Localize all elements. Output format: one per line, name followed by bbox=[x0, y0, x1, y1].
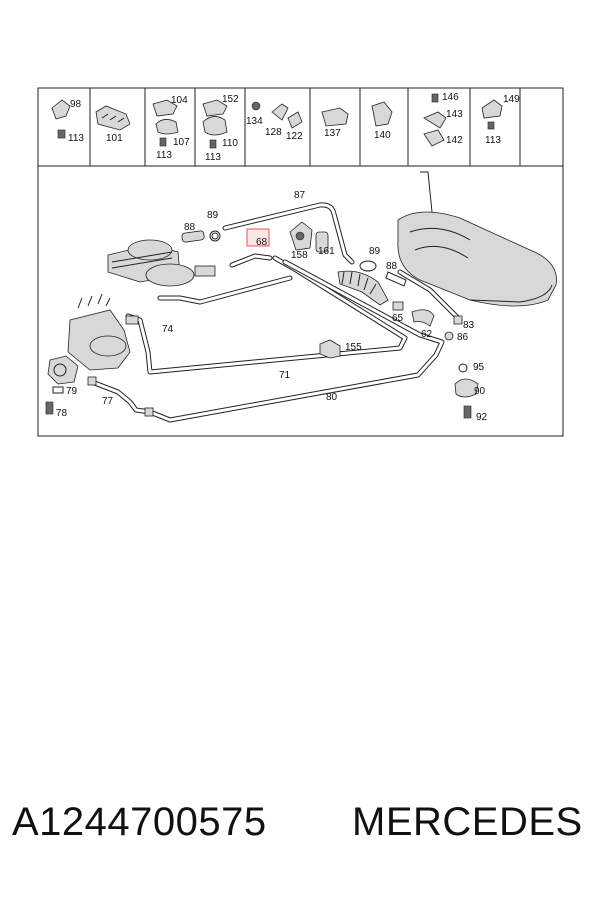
connector-83 bbox=[453, 315, 463, 325]
callout-86: 86 bbox=[457, 332, 469, 343]
header-cell-8: 146 143 142 bbox=[423, 92, 463, 147]
callout-113: 113 bbox=[68, 133, 84, 144]
callout-134: 134 bbox=[246, 116, 263, 127]
callout-146: 146 bbox=[442, 92, 459, 103]
screw-92 bbox=[463, 405, 472, 419]
nut-86 bbox=[444, 331, 454, 341]
callout-155: 155 bbox=[345, 342, 362, 353]
clamp-90 bbox=[454, 378, 479, 398]
callout-143: 143 bbox=[446, 109, 463, 120]
fuel-tank bbox=[397, 171, 557, 307]
callout-101: 101 bbox=[106, 133, 123, 144]
callout-149: 149 bbox=[503, 94, 520, 105]
hose-88 bbox=[181, 230, 205, 243]
callout-88-right: 88 bbox=[386, 261, 398, 272]
clip-part-icon bbox=[287, 111, 303, 129]
part-number: A1244700575 bbox=[12, 800, 267, 844]
callout-113: 113 bbox=[485, 135, 501, 146]
clip-part-icon bbox=[51, 99, 71, 120]
header-cell-4: 152 110 113 bbox=[202, 94, 239, 163]
caption-bar: A1244700575 MERCEDES bbox=[0, 800, 600, 870]
hose-161 bbox=[315, 231, 329, 253]
screw-icon bbox=[159, 137, 167, 147]
clip-part-icon bbox=[152, 99, 178, 117]
screw-icon bbox=[431, 93, 439, 103]
callout-80: 80 bbox=[326, 392, 338, 403]
callout-88: 88 bbox=[184, 222, 196, 233]
header-cell-1: 98 113 bbox=[51, 99, 84, 144]
header-cell-7: 140 bbox=[371, 101, 393, 141]
connector-65 bbox=[392, 301, 404, 311]
clip-part-icon bbox=[202, 99, 228, 117]
callout-128: 128 bbox=[265, 127, 282, 138]
callout-77: 77 bbox=[102, 396, 114, 407]
callout-74: 74 bbox=[162, 324, 174, 335]
callout-90: 90 bbox=[474, 386, 486, 397]
screw-icon bbox=[209, 139, 217, 149]
callout-98: 98 bbox=[70, 99, 82, 110]
pressure-regulator bbox=[47, 355, 79, 385]
mount-155 bbox=[319, 339, 341, 359]
washer-95 bbox=[458, 363, 468, 373]
callout-87: 87 bbox=[294, 190, 306, 201]
fuel-pump-assembly bbox=[107, 239, 216, 287]
callout-83: 83 bbox=[463, 320, 475, 331]
callout-labels: 87 89 88 68 158 161 89 88 74 83 62 65 86… bbox=[56, 190, 488, 423]
callout-142: 142 bbox=[446, 135, 463, 146]
grommet-icon bbox=[321, 107, 349, 127]
clip-part-icon bbox=[271, 103, 289, 121]
clamp-89 bbox=[209, 230, 221, 242]
bolt-icon bbox=[251, 101, 261, 111]
callout-71: 71 bbox=[279, 370, 291, 381]
callout-107: 107 bbox=[173, 137, 190, 148]
callout-140: 140 bbox=[374, 130, 391, 141]
header-cell-2: 101 bbox=[95, 105, 131, 144]
washer-79 bbox=[52, 386, 64, 394]
hose-88-right bbox=[385, 271, 407, 287]
header-cell-9: 149 113 bbox=[481, 94, 520, 146]
holder-icon bbox=[371, 101, 393, 127]
hose-clamp-icon bbox=[155, 119, 179, 135]
callout-95: 95 bbox=[473, 362, 485, 373]
damper-158 bbox=[289, 221, 313, 251]
header-cell-3: 104 107 113 bbox=[152, 95, 190, 161]
bracket-icon bbox=[423, 129, 445, 147]
hose-clamp-icon bbox=[202, 116, 228, 136]
mount-icon bbox=[481, 99, 503, 119]
parts-diagram: 98 113 101 104 107 113 152 110 113 134 1… bbox=[37, 87, 564, 437]
fuel-lines bbox=[89, 202, 463, 423]
callout-152: 152 bbox=[222, 94, 239, 105]
clamp-89-right bbox=[359, 260, 377, 272]
callout-62: 62 bbox=[421, 329, 433, 340]
callout-68: 68 bbox=[256, 237, 268, 248]
header-cell-5: 134 128 122 bbox=[246, 101, 303, 142]
callout-113: 113 bbox=[205, 152, 221, 163]
callout-92: 92 bbox=[476, 412, 488, 423]
bolt-78 bbox=[45, 401, 54, 415]
bend-hose-62 bbox=[411, 309, 435, 327]
callout-110: 110 bbox=[222, 138, 238, 149]
callout-79: 79 bbox=[66, 386, 78, 397]
highlight-box-68 bbox=[246, 228, 270, 247]
corrugated-hose bbox=[337, 270, 389, 306]
screw-icon bbox=[487, 121, 495, 130]
callout-65: 65 bbox=[392, 313, 404, 324]
callout-137: 137 bbox=[324, 128, 341, 139]
callout-161: 161 bbox=[318, 246, 335, 257]
brand-name: MERCEDES bbox=[352, 800, 583, 844]
callout-158: 158 bbox=[291, 250, 308, 261]
bracket-icon bbox=[423, 111, 447, 129]
callout-89: 89 bbox=[207, 210, 219, 221]
fitting-77 bbox=[87, 376, 154, 417]
screw-icon bbox=[57, 129, 66, 139]
callout-122: 122 bbox=[286, 131, 303, 142]
callout-104: 104 bbox=[171, 95, 188, 106]
header-cell-6: 137 bbox=[321, 107, 349, 139]
fuel-distributor bbox=[67, 293, 139, 371]
callout-113: 113 bbox=[156, 150, 172, 161]
callout-78: 78 bbox=[56, 408, 68, 419]
callout-89-right: 89 bbox=[369, 246, 381, 257]
